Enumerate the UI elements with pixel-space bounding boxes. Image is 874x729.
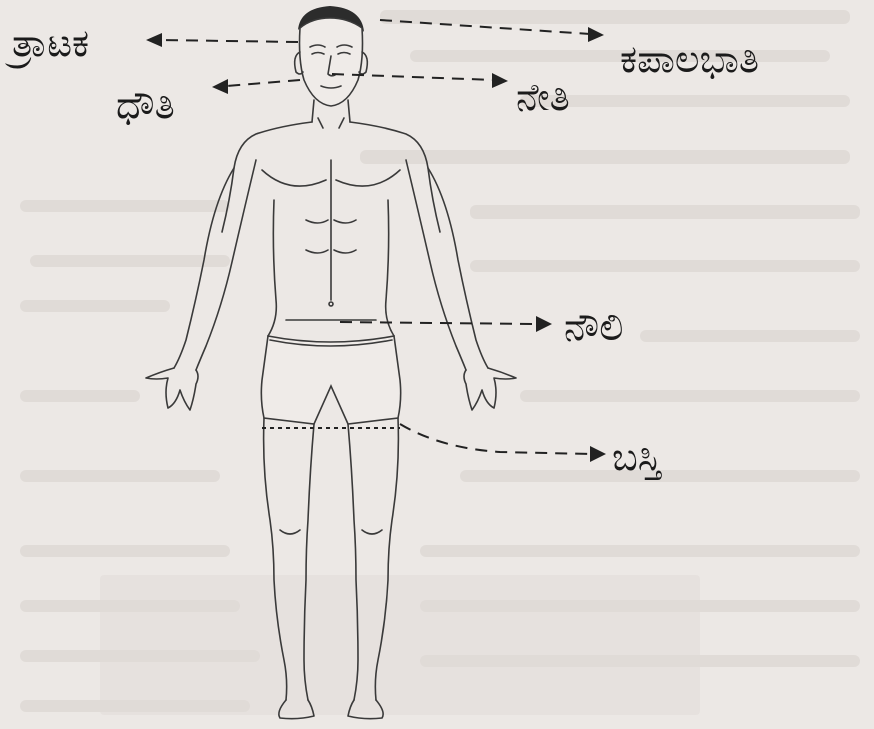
label-kapalabhati: ಕಪಾಲಭಾತಿ [620,37,759,81]
arrow-basti [400,424,590,454]
arrow-trataka [160,40,298,42]
head [300,18,363,106]
hand-left [146,368,198,410]
label-neti: ನೇತಿ [516,75,570,119]
arrow-dhauti [226,80,300,86]
label-nauli: ನೌಲಿ [564,305,623,349]
hand-right [464,368,516,410]
arrow-nauli [340,322,536,324]
shorts [261,336,400,424]
label-trataka: ತ್ರಾಟಕ [4,21,89,69]
label-basti: ಬಸ್ತಿ [612,435,662,480]
navel [329,302,333,306]
label-dhauti: ಧೌತಿ [116,83,175,127]
